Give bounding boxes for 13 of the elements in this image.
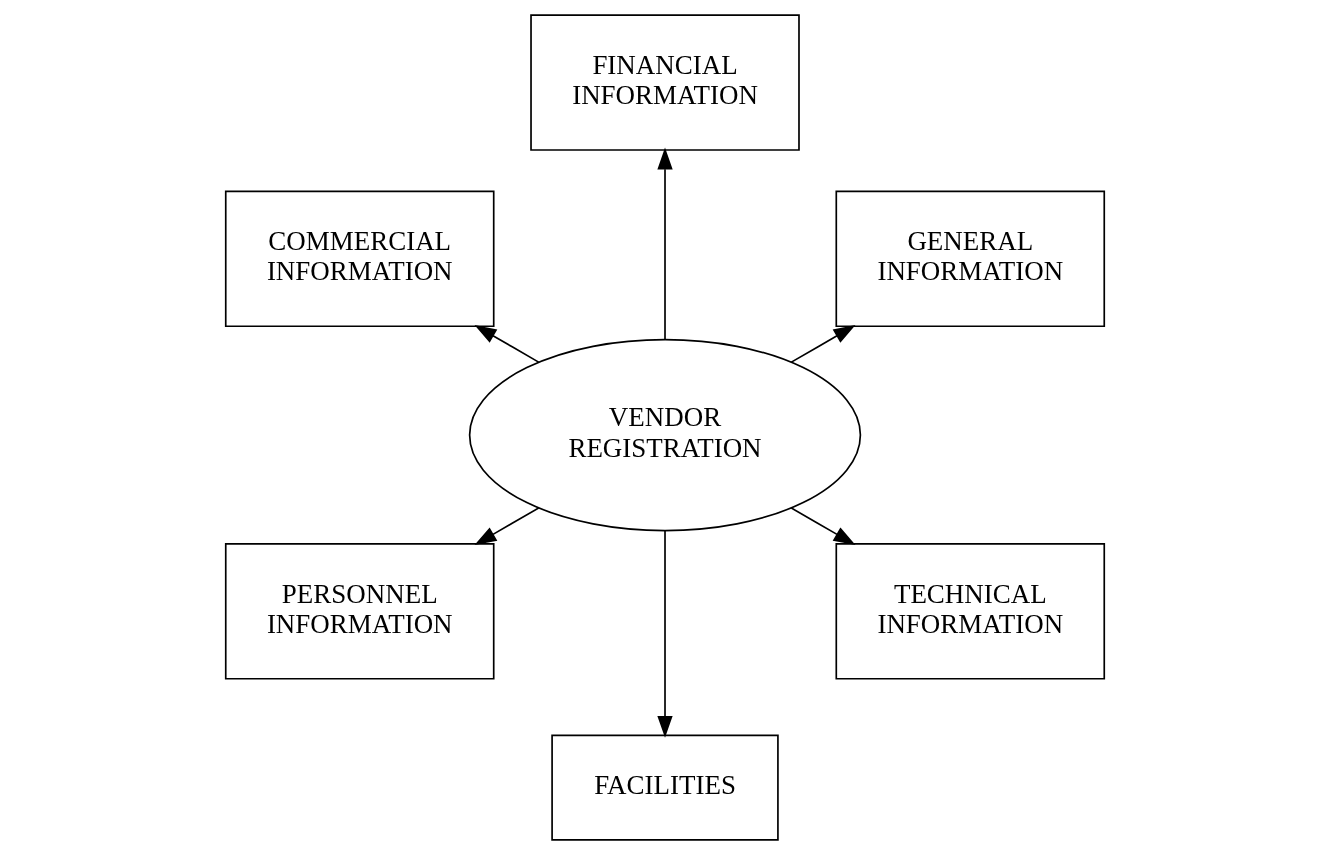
- arrow: [657, 147, 673, 341]
- node-box: TECHNICAL INFORMATION: [835, 543, 1106, 680]
- node-box: PERSONNEL INFORMATION: [224, 543, 495, 680]
- arrow: [790, 507, 856, 546]
- node-box: COMMERCIAL INFORMATION: [224, 190, 495, 328]
- arrow: [790, 325, 856, 363]
- node-ellipse: VENDOR REGISTRATION: [468, 338, 862, 532]
- arrow: [474, 507, 540, 546]
- arrow: [474, 325, 540, 363]
- node-box: GENERAL INFORMATION: [835, 190, 1106, 328]
- node-box: FINANCIAL INFORMATION: [530, 14, 800, 151]
- arrow: [657, 529, 673, 738]
- node-box: FACILITIES: [551, 734, 779, 841]
